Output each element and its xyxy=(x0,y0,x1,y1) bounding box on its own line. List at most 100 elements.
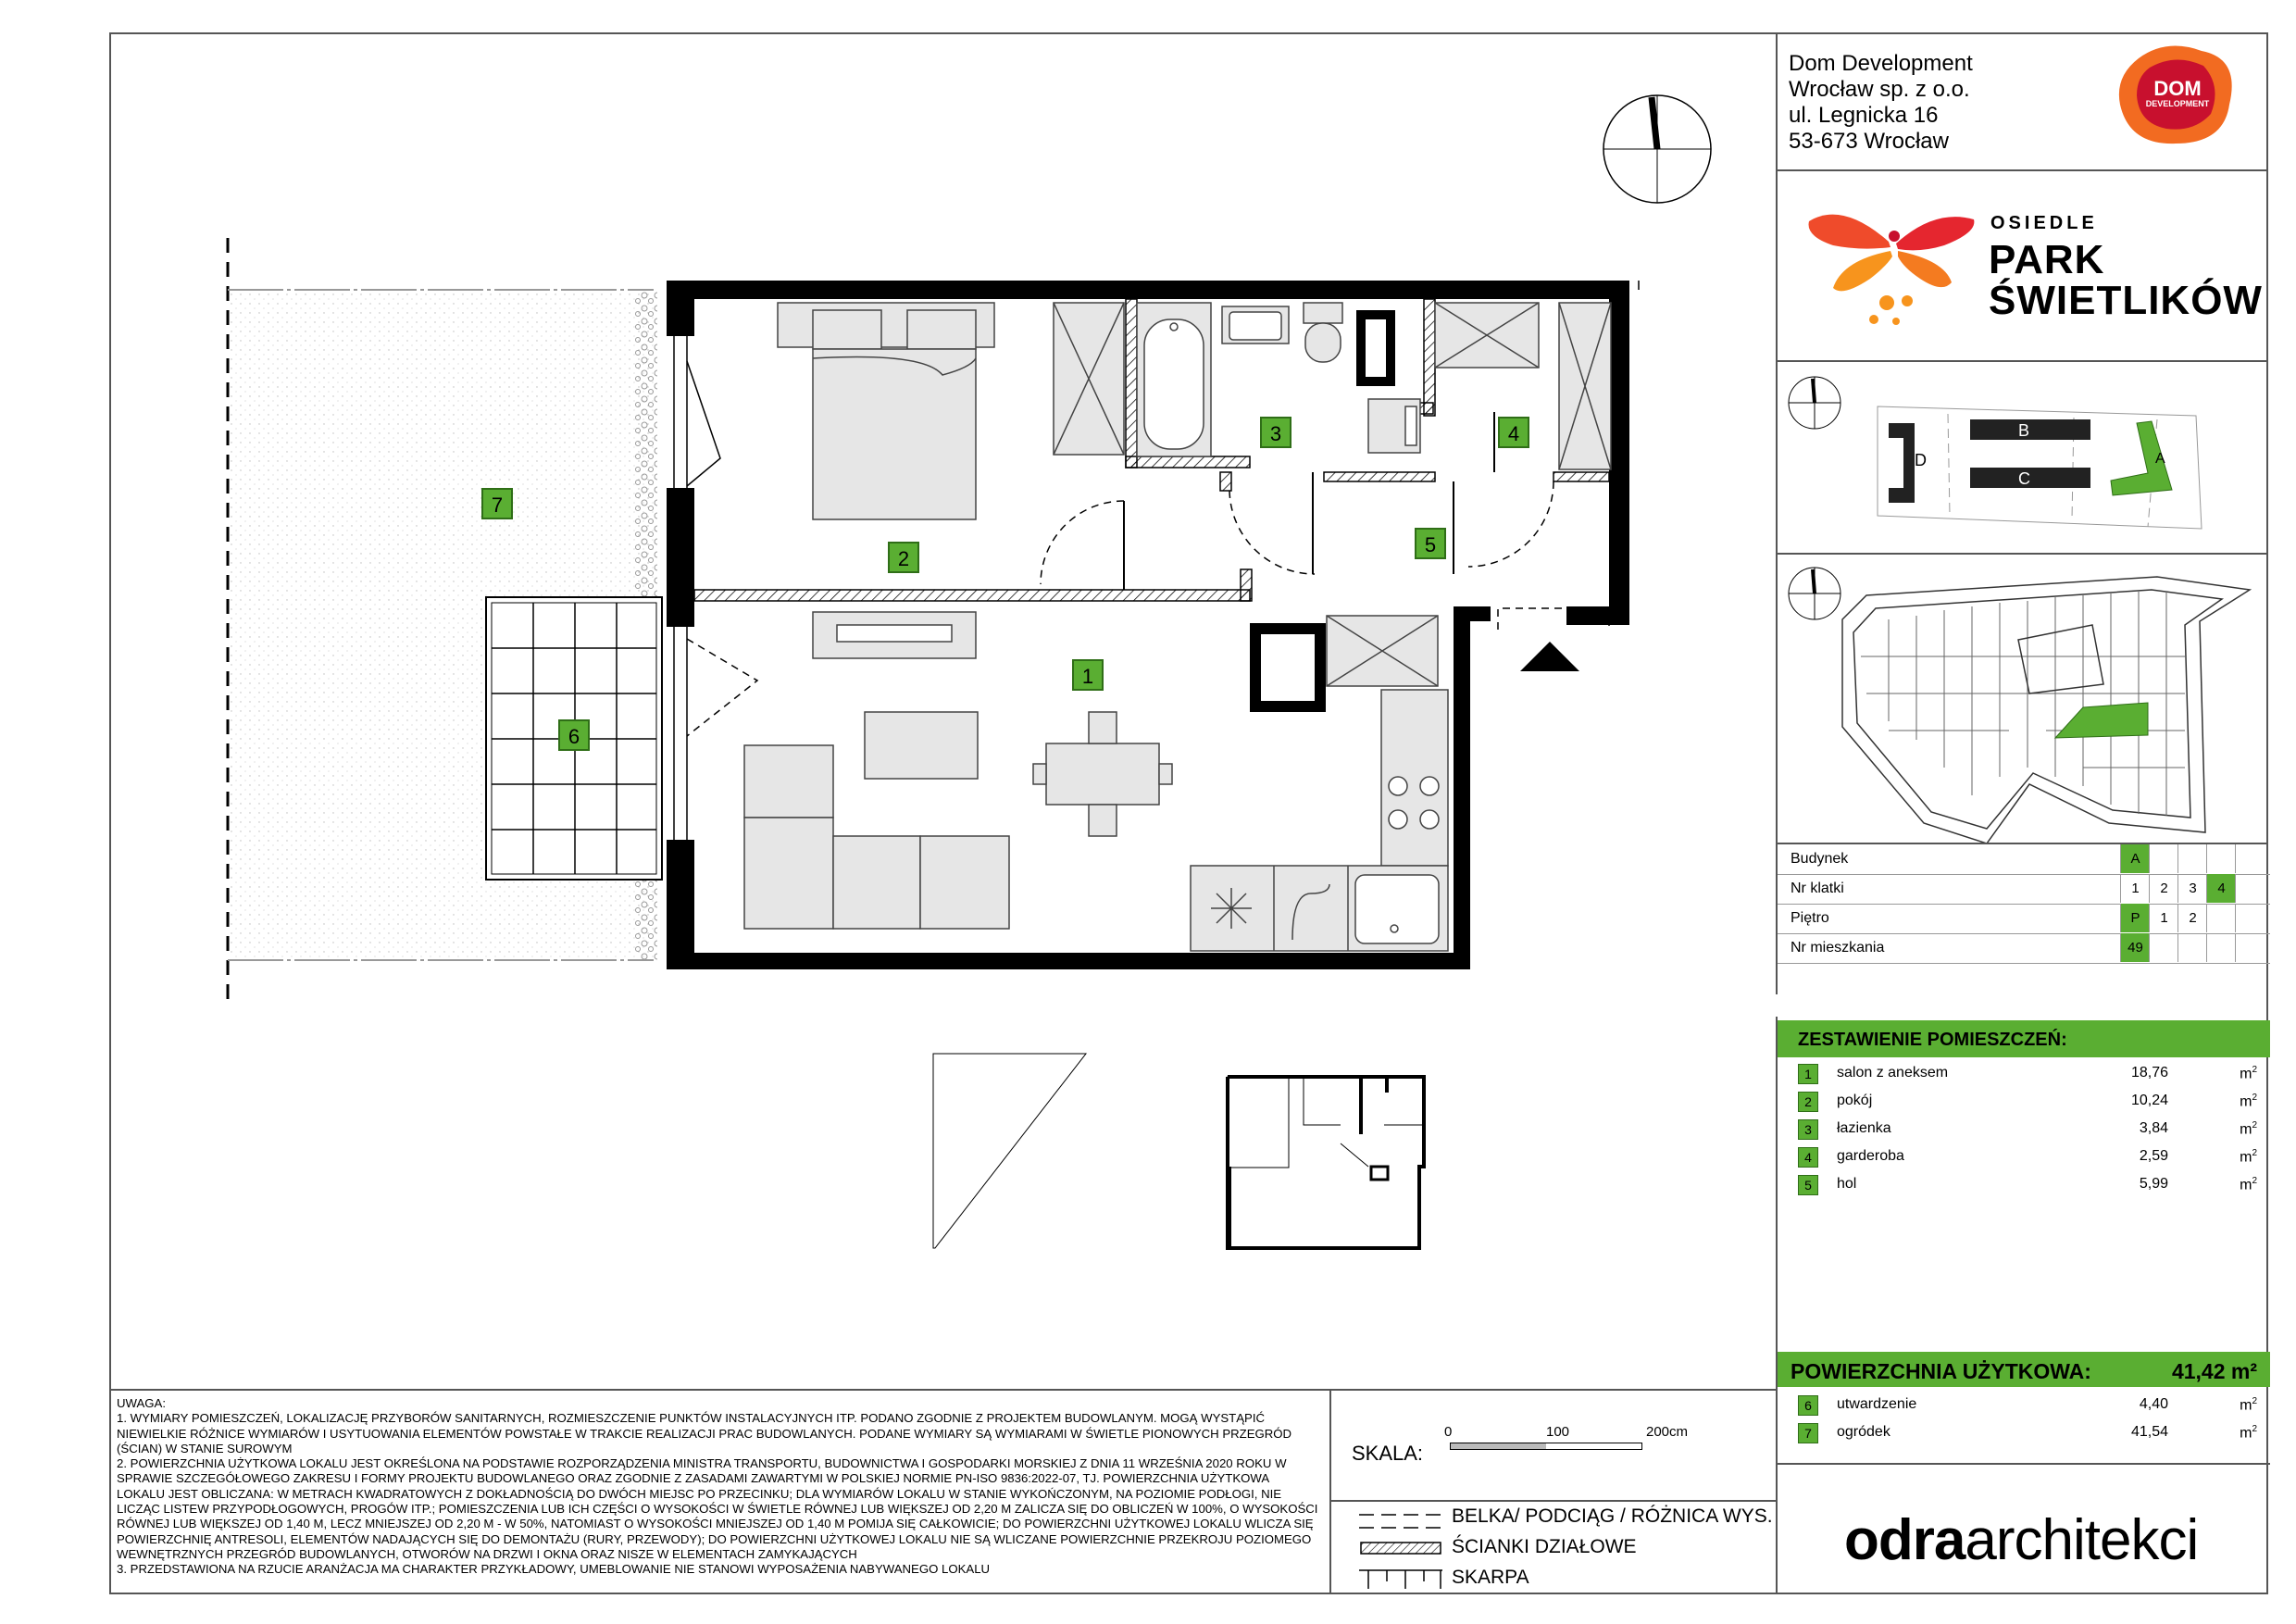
building-c-label: C xyxy=(2018,469,2030,488)
building-d-shape xyxy=(1889,423,1915,503)
usable-area-bar: POWIERZCHNIA UŻYTKOWA: 41,42 m² xyxy=(1778,1352,2270,1387)
entrance-arrow-icon xyxy=(1520,642,1579,671)
info-row-floor: Piętro P 1 2 xyxy=(1778,904,2270,934)
room-row-2: 2 pokój 10,24 m2 xyxy=(1778,1087,2270,1115)
usable-area-value: 41,42 m² xyxy=(2171,1359,2257,1383)
info-label-stairwell: Nr klatki xyxy=(1791,881,1844,896)
scale-label: SKALA: xyxy=(1352,1442,1424,1465)
wardrobes xyxy=(1053,302,1612,687)
key-plan xyxy=(932,1053,1426,1250)
info-row-building: Budynek A xyxy=(1778,844,2270,875)
scale-tick-0: 0 xyxy=(1444,1424,1453,1440)
legend-partition: ŚCIANKI DZIAŁOWE xyxy=(1452,1536,1637,1557)
building-b-label: B xyxy=(2018,421,2030,440)
developer-address-2: 53-673 Wrocław xyxy=(1789,129,1949,154)
scale-tick-200: 200cm xyxy=(1646,1424,1689,1440)
beam-legend-icon xyxy=(1359,1514,1442,1529)
info-cell-floor-p: P xyxy=(2120,904,2150,932)
info-cell-stairwell-1: 1 xyxy=(2120,874,2150,903)
room-row-3: 3 łazienka 3,84 m2 xyxy=(1778,1115,2270,1143)
internal-lines xyxy=(1312,412,1615,618)
legend-beam: BELKA/ PODCIĄG / RÓŻNICA WYS. xyxy=(1452,1505,1773,1527)
project-title-line2: ŚWIETLIKÓW xyxy=(1989,278,2263,323)
building-a-label: A xyxy=(2155,451,2165,467)
notes-title: UWAGA: xyxy=(117,1396,166,1410)
plan-tag-room-5: 5 xyxy=(1415,528,1446,559)
door-swings xyxy=(1040,481,1610,630)
plan-tag-room-3: 3 xyxy=(1260,417,1292,448)
building-c-shape xyxy=(1970,468,2090,488)
info-cell-floor-2: 2 xyxy=(2177,904,2207,932)
balcony-door-swing xyxy=(686,638,759,737)
extra-areas-block: 6 utwardzenie 4,40 m2 7 ogródek 41,54 m2… xyxy=(1776,1387,2270,1594)
rooms-header: ZESTAWIENIE POMIESZCZEŃ: xyxy=(1778,1020,2270,1057)
info-table: Budynek A Nr klatki 1 2 3 4 Piętro P 1 2… xyxy=(1776,844,2270,994)
floor-plan-drawing xyxy=(226,94,1712,1250)
project-label-small: OSIEDLE xyxy=(1990,213,2098,233)
building-d-label: D xyxy=(1915,451,1927,469)
column xyxy=(1250,623,1326,712)
note-2: 2. POWIERZCHNIA UŻYTKOWA LOKALU JEST OKR… xyxy=(117,1456,1318,1561)
info-label-apartment: Nr mieszkania xyxy=(1791,940,1885,956)
plan-tag-room-7: 7 xyxy=(481,488,513,519)
apartment-highlight xyxy=(2053,702,2149,739)
info-cell-stairwell-2: 2 xyxy=(2149,874,2178,903)
architect-logo-part1: odra xyxy=(1844,1508,1965,1572)
firefly-logo-icon xyxy=(1808,214,1975,325)
window-swing xyxy=(686,360,721,487)
plan-tag-room-1: 1 xyxy=(1072,659,1104,691)
partition-legend-icon xyxy=(1360,1542,1441,1555)
exterior-walls xyxy=(667,281,1629,969)
plan-tag-room-2: 2 xyxy=(888,542,919,573)
plan-tag-room-4: 4 xyxy=(1498,417,1529,448)
legend-block: BELKA/ PODCIĄG / RÓŻNICA WYS. ŚCIANKI DZ… xyxy=(1331,1500,1776,1594)
site-plan-block: B C D A xyxy=(1776,362,2268,555)
scale-block: SKALA: 0 100 200cm xyxy=(1331,1389,1776,1500)
room-row-4: 4 garderoba 2,59 m2 xyxy=(1778,1143,2270,1170)
project-logo-block: OSIEDLE PARK ŚWIETLIKÓW xyxy=(1776,171,2268,362)
note-3: 3. PRZEDSTAWIONA NA RZUCIE ARANŻACJA MA … xyxy=(117,1562,991,1577)
info-label-floor: Piętro xyxy=(1791,910,1829,926)
info-cell-floor-1: 1 xyxy=(2149,904,2178,932)
slope-legend-icon xyxy=(1359,1569,1442,1589)
legend-slope: SKARPA xyxy=(1452,1567,1529,1588)
ventilation-shaft xyxy=(1356,310,1395,386)
info-row-apartment: Nr mieszkania 49 xyxy=(1778,933,2270,964)
info-cell-apartment: 49 xyxy=(2120,933,2150,962)
info-cell-stairwell-4: 4 xyxy=(2206,874,2236,903)
info-cell-building: A xyxy=(2120,844,2150,873)
living-furniture xyxy=(743,611,1173,930)
developer-name-1: Dom Development xyxy=(1789,51,1973,76)
info-row-stairwell: Nr klatki 1 2 3 4 xyxy=(1778,874,2270,905)
partition-walls xyxy=(693,298,1610,602)
architect-logo: odraarchitekci xyxy=(1844,1507,2199,1573)
info-cell-stairwell-3: 3 xyxy=(2177,874,2207,903)
north-arrow-icon xyxy=(1603,94,1712,204)
room-row-5: 5 hol 5,99 m2 xyxy=(1778,1170,2270,1198)
dom-development-logo: DOM DEVELOPMENT xyxy=(2111,40,2240,149)
logo-text-dom: DOM xyxy=(2153,77,2202,100)
note-1: 1. WYMIARY POMIESZCZEŃ, LOKALIZACJĘ PRZY… xyxy=(117,1411,1292,1455)
floor-plan-area: 1 2 3 4 5 6 7 xyxy=(109,32,1776,1389)
developer-block: Dom Development Wrocław sp. z o.o. ul. L… xyxy=(1776,32,2268,171)
project-title-line1: PARK xyxy=(1989,237,2105,282)
plan-tag-room-6: 6 xyxy=(558,719,590,751)
bed xyxy=(777,302,995,520)
drawing-frame xyxy=(109,32,2268,1594)
key-north-arrow-icon xyxy=(1788,567,1841,620)
scale-bar xyxy=(1450,1443,1642,1450)
room-row-1: 1 salon z aneksem 18,76 m2 xyxy=(1778,1059,2270,1087)
floor-key-plan-block xyxy=(1776,555,2268,844)
kitchen xyxy=(1190,689,1449,952)
notes-block: UWAGA: 1. WYMIARY POMIESZCZEŃ, LOKALIZAC… xyxy=(109,1389,1331,1594)
rooms-table: ZESTAWIENIE POMIESZCZEŃ: 1 salon z aneks… xyxy=(1776,1017,2270,1387)
rooms-header-text: ZESTAWIENIE POMIESZCZEŃ: xyxy=(1798,1030,2067,1050)
building-a-shape xyxy=(2110,420,2173,496)
bathroom-fixtures xyxy=(1136,302,1421,457)
developer-name-2: Wrocław sp. z o.o. xyxy=(1789,77,1970,102)
site-north-arrow-icon xyxy=(1788,376,1841,430)
developer-address-1: ul. Legnicka 16 xyxy=(1789,103,1939,128)
scale-tick-100: 100 xyxy=(1546,1424,1570,1440)
usable-area-label: POWIERZCHNIA UŻYTKOWA: xyxy=(1791,1359,2091,1383)
info-label-building: Budynek xyxy=(1791,851,1849,867)
